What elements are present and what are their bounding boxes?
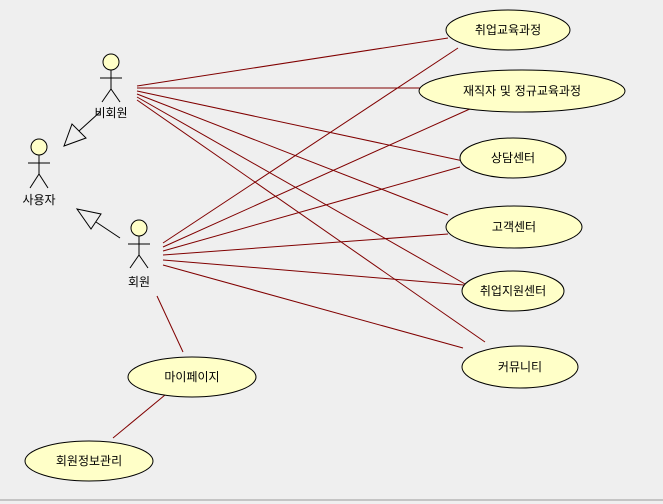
use-case-member-info[interactable]: 회원정보관리 bbox=[24, 440, 154, 482]
generalizations bbox=[63, 111, 121, 239]
use-case-counsel-center[interactable]: 상담센터 bbox=[459, 137, 567, 179]
use-case-customer-center-label: 고객센터 bbox=[492, 220, 536, 234]
use-case-job-support-center-shape bbox=[461, 270, 565, 312]
gen-member-arrowhead bbox=[75, 208, 102, 230]
assoc-nonmember-employment-course bbox=[136, 37, 449, 87]
actor-user-head bbox=[30, 138, 48, 156]
member-associations bbox=[112, 47, 473, 439]
assoc-nonmember-customer-center bbox=[136, 93, 449, 216]
assoc-nonmember-counsel-center bbox=[136, 90, 469, 163]
assoc-nonmember-community bbox=[136, 99, 486, 343]
actor-member-head bbox=[130, 219, 148, 237]
use-case-worker-course-label: 재직자 및 정규교육과정 bbox=[463, 84, 581, 98]
actor-non-member-leg-left bbox=[101, 88, 112, 103]
use-case-job-support-center-label: 취업지원센터 bbox=[480, 284, 546, 298]
use-case-worker-course[interactable]: 재직자 및 정규교육과정 bbox=[418, 69, 626, 113]
use-case-community-shape bbox=[461, 345, 579, 389]
assoc-member-worker-course bbox=[162, 107, 473, 248]
assoc-nonmember-job-support-center bbox=[136, 96, 466, 285]
use-case-counsel-center-label: 상담센터 bbox=[491, 151, 535, 165]
use-case-my-page[interactable]: 마이페이지 bbox=[127, 356, 257, 398]
use-case-my-page-shape bbox=[127, 356, 257, 398]
use-case-worker-course-shape bbox=[418, 69, 626, 113]
use-case-employment-course-label: 취업교육과정 bbox=[475, 23, 541, 37]
actor-user-label: 사용자 bbox=[22, 193, 55, 207]
actor-member-leg-left bbox=[129, 254, 140, 269]
assoc-member-community bbox=[162, 264, 464, 349]
use-case-my-page-label: 마이페이지 bbox=[164, 370, 219, 384]
use-case-customer-center-shape bbox=[445, 205, 583, 249]
use-case-customer-center[interactable]: 고객센터 bbox=[445, 205, 583, 249]
actor-non-member-leg-right bbox=[110, 88, 121, 103]
assoc-member-employment-course bbox=[162, 47, 459, 244]
assoc-mypage-memberinfo bbox=[112, 394, 166, 439]
actor-non-member-head bbox=[102, 53, 120, 71]
actor-non-member[interactable] bbox=[100, 53, 122, 103]
actor-user-leg-right bbox=[38, 173, 49, 189]
non-member-associations bbox=[136, 37, 486, 343]
actor-user[interactable] bbox=[28, 138, 50, 189]
assoc-member-customer-center bbox=[162, 233, 449, 256]
assoc-member-counsel-center bbox=[162, 166, 461, 252]
actor-non-member-label: 비회원 bbox=[94, 106, 127, 120]
actor-member[interactable] bbox=[128, 219, 150, 269]
use-case-employment-course-shape bbox=[445, 9, 571, 51]
gen-nonmember-line bbox=[78, 111, 101, 132]
use-case-counsel-center-shape bbox=[459, 137, 567, 179]
gen-member-line bbox=[95, 221, 121, 239]
use-case-member-info-shape bbox=[24, 440, 154, 482]
use-case-job-support-center[interactable]: 취업지원센터 bbox=[461, 270, 565, 312]
use-case-employment-course[interactable]: 취업교육과정 bbox=[445, 9, 571, 51]
assoc-member-mypage bbox=[156, 295, 184, 353]
actor-member-label: 회원 bbox=[128, 275, 150, 289]
gen-nonmember-arrowhead bbox=[63, 123, 87, 147]
assoc-member-job-support-center bbox=[162, 259, 465, 286]
use-case-community[interactable]: 커뮤니티 bbox=[461, 345, 579, 389]
use-case-community-label: 커뮤니티 bbox=[498, 360, 542, 374]
actor-user-leg-left bbox=[29, 173, 40, 189]
actor-member-leg-right bbox=[138, 254, 149, 269]
use-case-member-info-label: 회원정보관리 bbox=[56, 454, 122, 468]
